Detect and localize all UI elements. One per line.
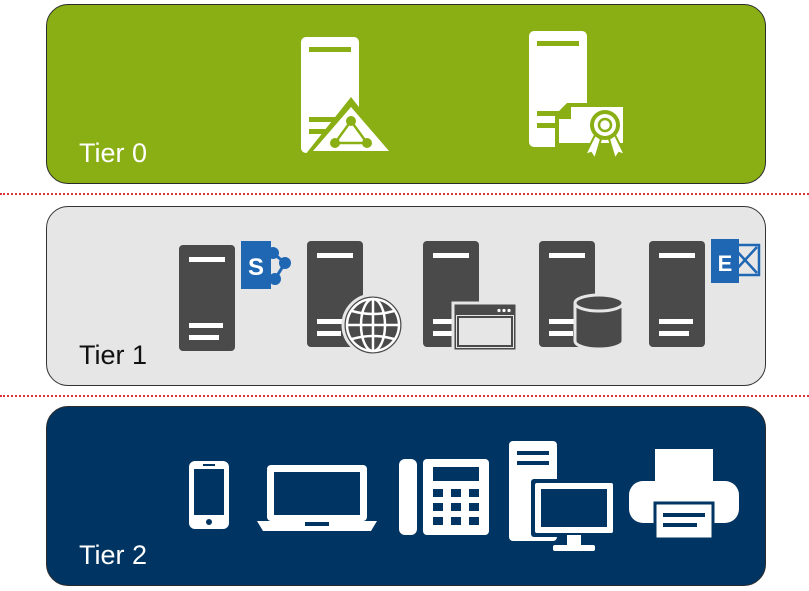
tier-2-label: Tier 2 — [79, 540, 148, 570]
server-network-triangle-icon — [301, 37, 397, 155]
application-server-icon — [423, 241, 519, 353]
tier-separator — [0, 395, 809, 397]
smartphone-icon — [189, 461, 229, 529]
sharepoint-badge-letter: S — [248, 254, 264, 281]
printer-icon — [629, 449, 739, 541]
tier-1-label: Tier 1 — [79, 340, 148, 370]
exchange-logo-icon: E — [711, 239, 761, 283]
tier-2-panel: Tier 2 — [46, 406, 766, 586]
sharepoint-server-icon: S — [179, 241, 291, 351]
server-certificate-icon — [529, 31, 627, 162]
tier-0-label: Tier 0 — [79, 138, 148, 168]
web-server-icon — [307, 241, 405, 357]
database-server-icon — [539, 241, 625, 351]
desktop-computer-icon — [509, 441, 617, 551]
sharepoint-logo-icon: S — [241, 241, 291, 289]
tier-0-panel: Tier 0 — [46, 4, 766, 184]
desk-phone-icon — [399, 459, 489, 535]
exchange-badge-letter: E — [718, 251, 733, 276]
laptop-icon — [257, 465, 377, 531]
tier-1-panel: S — [46, 206, 766, 386]
tier-separator — [0, 193, 809, 195]
exchange-server-icon: E — [649, 239, 761, 347]
